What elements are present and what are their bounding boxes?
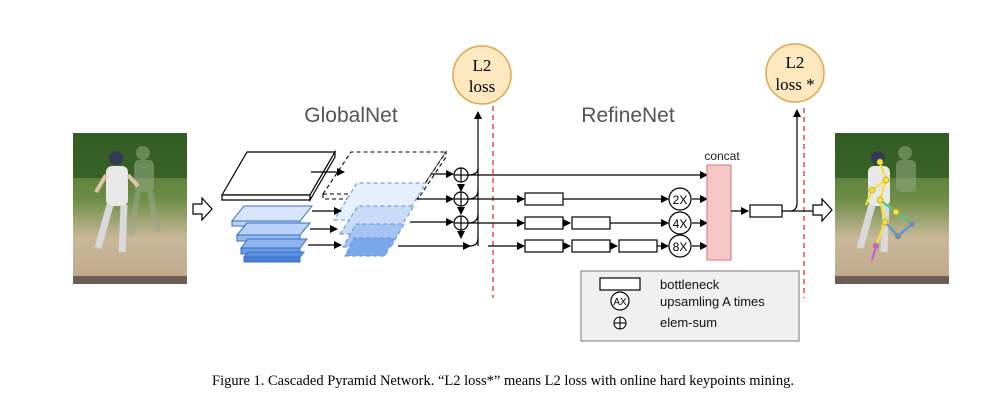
- l2-loss-star-line1: L2: [786, 53, 805, 72]
- bottleneck-block: [524, 192, 564, 206]
- elem-sum-icon: [453, 191, 469, 207]
- upsample-circle-icon: 4X: [668, 211, 692, 235]
- hollow-arrow-icon: [812, 197, 833, 223]
- input-image: [73, 133, 187, 284]
- l2-loss-line2: loss: [469, 77, 495, 96]
- legend-upsample-symbol: AX: [613, 297, 627, 308]
- bottleneck-block: [524, 239, 564, 253]
- bottleneck-block: [571, 216, 611, 230]
- legend-elemsum-label: elem-sum: [660, 315, 717, 330]
- figure-caption: Figure 1. Cascaded Pyramid Network. “L2 …: [212, 373, 794, 389]
- globalnet-loss-lines: [467, 111, 482, 247]
- legend-upsample-label: upsamling A times: [660, 294, 765, 309]
- l2-loss-star-circle: L2 loss *: [765, 43, 825, 103]
- hollow-arrow-icon: [192, 196, 213, 222]
- refinenet-branches: [468, 171, 708, 253]
- concat-block: [706, 164, 732, 261]
- legend-bottleneck-label: bottleneck: [660, 277, 720, 292]
- refinenet-output: [731, 109, 817, 218]
- legend: bottleneck AX upsamling A times elem-sum: [580, 270, 800, 342]
- elem-sum-column: [453, 167, 469, 239]
- bottleneck-block: [749, 204, 783, 218]
- l2-loss-circle: L2 loss: [452, 45, 512, 105]
- bottleneck-block: [524, 216, 564, 230]
- globalnet-pyramid: [220, 149, 337, 263]
- upsample-circle-icon: 2X: [668, 187, 692, 211]
- l2-loss-line1: L2: [473, 56, 492, 75]
- legend-bottleneck-swatch: [599, 277, 641, 291]
- upsample-4x-label: 4X: [673, 217, 688, 231]
- bottleneck-block: [571, 239, 611, 253]
- concat-label: concat: [704, 149, 740, 163]
- upsample-circle-icon: [610, 291, 630, 311]
- globalnet-label: GlobalNet: [304, 104, 398, 127]
- upsample-circle-icon: 8X: [668, 234, 692, 258]
- lateral-arrows-1: [308, 168, 345, 249]
- refinenet-label: RefineNet: [581, 104, 675, 127]
- output-image-with-keypoints: [835, 133, 949, 284]
- upsample-8x-label: 8X: [673, 240, 688, 254]
- upsample-2x-label: 2X: [673, 193, 688, 207]
- elem-sum-icon: [453, 215, 469, 231]
- bottleneck-block: [618, 239, 658, 253]
- globalnet-pyramid-dashed: [321, 150, 448, 257]
- elem-sum-icon: [613, 316, 627, 330]
- lateral-arrows-2: [398, 170, 471, 250]
- l2-loss-star-line2: loss *: [775, 75, 814, 94]
- elem-sum-icon: [453, 167, 469, 183]
- upsample-circles: 2X 4X 8X: [668, 187, 692, 258]
